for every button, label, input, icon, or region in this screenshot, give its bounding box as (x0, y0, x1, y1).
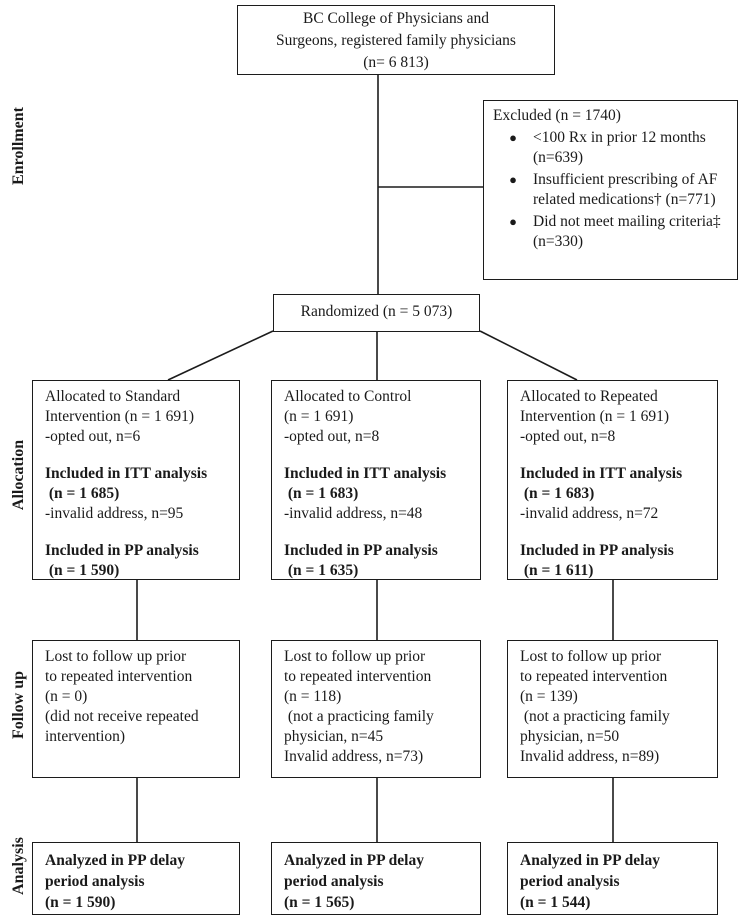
text-line: (did not receive repeated (45, 708, 199, 725)
text-line: (not a practicing family (520, 708, 670, 725)
text-line: (n = 1 683) (284, 485, 359, 502)
randomized-box: Randomized (n = 5 073) (273, 294, 480, 332)
text-line: Intervention (n = 1 691) (45, 408, 195, 425)
excluded-title: Excluded (n = 1740) (493, 107, 621, 124)
text-line: (n = 1 590) (45, 894, 116, 911)
text-line: (not a practicing family (284, 708, 434, 725)
text-line: -invalid address, n=95 (45, 505, 184, 522)
text-line: Included in PP analysis (284, 542, 438, 559)
text-line: Intervention (n = 1 691) (520, 408, 670, 425)
text-line: Lost to follow up prior (284, 648, 426, 665)
bullet-icon: ● (509, 130, 517, 145)
text-line: -invalid address, n=72 (520, 505, 659, 522)
analysis-repeated-box: Analyzed in PP delay period analysis (n … (507, 842, 718, 915)
text-line: Surgeons, registered family physicians (276, 32, 516, 49)
text-line: Included in PP analysis (520, 542, 674, 559)
text-line: -invalid address, n=48 (284, 505, 423, 522)
text-line: Analyzed in PP delay (45, 852, 185, 869)
text-line: period analysis (45, 873, 145, 890)
eligible-population-box: BC College of Physicians and Surgeons, r… (237, 5, 555, 75)
analysis-control-box: Analyzed in PP delay period analysis (n … (271, 842, 481, 915)
text-line: Randomized (n = 5 073) (300, 303, 453, 320)
excluded-box: Excluded (n = 1740) ● <100 Rx in prior 1… (483, 100, 738, 280)
bullet-icon: ● (509, 214, 517, 229)
stage-label-allocation: Allocation (10, 439, 27, 511)
analysis-standard-box: Analyzed in PP delay period analysis (n … (32, 842, 240, 915)
text-line: period analysis (284, 873, 384, 890)
text-line: to repeated intervention (520, 668, 668, 685)
text-line: Included in ITT analysis (45, 465, 208, 482)
followup-repeated-box: Lost to follow up prior to repeated inte… (507, 640, 718, 778)
excluded-bullet-item: ● <100 Rx in prior 12 months (n=639) (493, 128, 731, 168)
text-line: Lost to follow up prior (520, 648, 662, 665)
text-line: -opted out, n=6 (45, 428, 141, 445)
connector-randomized-right (479, 330, 578, 381)
bullet-text: <100 Rx in prior 12 months (n=639) (533, 129, 710, 166)
text-line: (n= 6 813) (363, 54, 429, 71)
followup-control-box: Lost to follow up prior to repeated inte… (271, 640, 481, 778)
text-line: Allocated to Standard (45, 388, 181, 405)
text-line: (n = 1 691) (284, 408, 354, 425)
text-line: (n = 1 544) (520, 894, 591, 911)
text-line: Included in ITT analysis (284, 465, 447, 482)
text-line: Included in ITT analysis (520, 465, 683, 482)
bullet-icon: ● (509, 172, 517, 187)
text-line: Lost to follow up prior (45, 648, 187, 665)
text-line: (n = 139) (520, 688, 578, 705)
text-line: period analysis (520, 873, 620, 890)
text-line: Analyzed in PP delay (520, 852, 660, 869)
text-line: Allocated to Control (284, 388, 412, 405)
text-line: Invalid address, n=73) (284, 748, 424, 765)
stage-label-analysis: Analysis (10, 837, 27, 895)
text-line: to repeated intervention (284, 668, 432, 685)
text-line: BC College of Physicians and (303, 10, 489, 27)
text-line: intervention) (45, 728, 126, 745)
text-line: (n = 1 590) (45, 562, 120, 579)
text-line: to repeated intervention (45, 668, 193, 685)
excluded-bullet-item: ● Did not meet mailing criteria‡ (n=330) (493, 212, 731, 252)
text-line: Allocated to Repeated (520, 388, 658, 405)
bullet-text: Insufficient prescribing of AF related m… (533, 171, 722, 208)
text-line: (n = 118) (284, 688, 342, 705)
text-line: (n = 1 683) (520, 485, 595, 502)
allocation-control-box: Allocated to Control (n = 1 691) -opted … (271, 380, 481, 580)
text-line: (n = 0) (45, 688, 88, 705)
text-line: (n = 1 635) (284, 562, 359, 579)
text-line: -opted out, n=8 (520, 428, 616, 445)
text-line: Analyzed in PP delay (284, 852, 424, 869)
text-line: (n = 1 565) (284, 894, 355, 911)
text-line: -opted out, n=8 (284, 428, 380, 445)
text-line: Invalid address, n=89) (520, 748, 660, 765)
allocation-standard-box: Allocated to Standard Intervention (n = … (32, 380, 240, 580)
allocation-repeated-box: Allocated to Repeated Intervention (n = … (507, 380, 718, 580)
text-line: physician, n=45 (284, 728, 384, 745)
stage-label-enrollment: Enrollment (10, 107, 27, 185)
text-line: (n = 1 611) (520, 562, 594, 579)
text-line: (n = 1 685) (45, 485, 120, 502)
followup-standard-box: Lost to follow up prior to repeated inte… (32, 640, 240, 778)
stage-label-follow-up: Follow up (10, 670, 27, 740)
bullet-text: Did not meet mailing criteria‡ (n=330) (533, 213, 725, 250)
connector-randomized-left (167, 330, 274, 381)
text-line: Included in PP analysis (45, 542, 199, 559)
text-line: physician, n=50 (520, 728, 620, 745)
excluded-bullet-item: ● Insufficient prescribing of AF related… (493, 170, 731, 210)
